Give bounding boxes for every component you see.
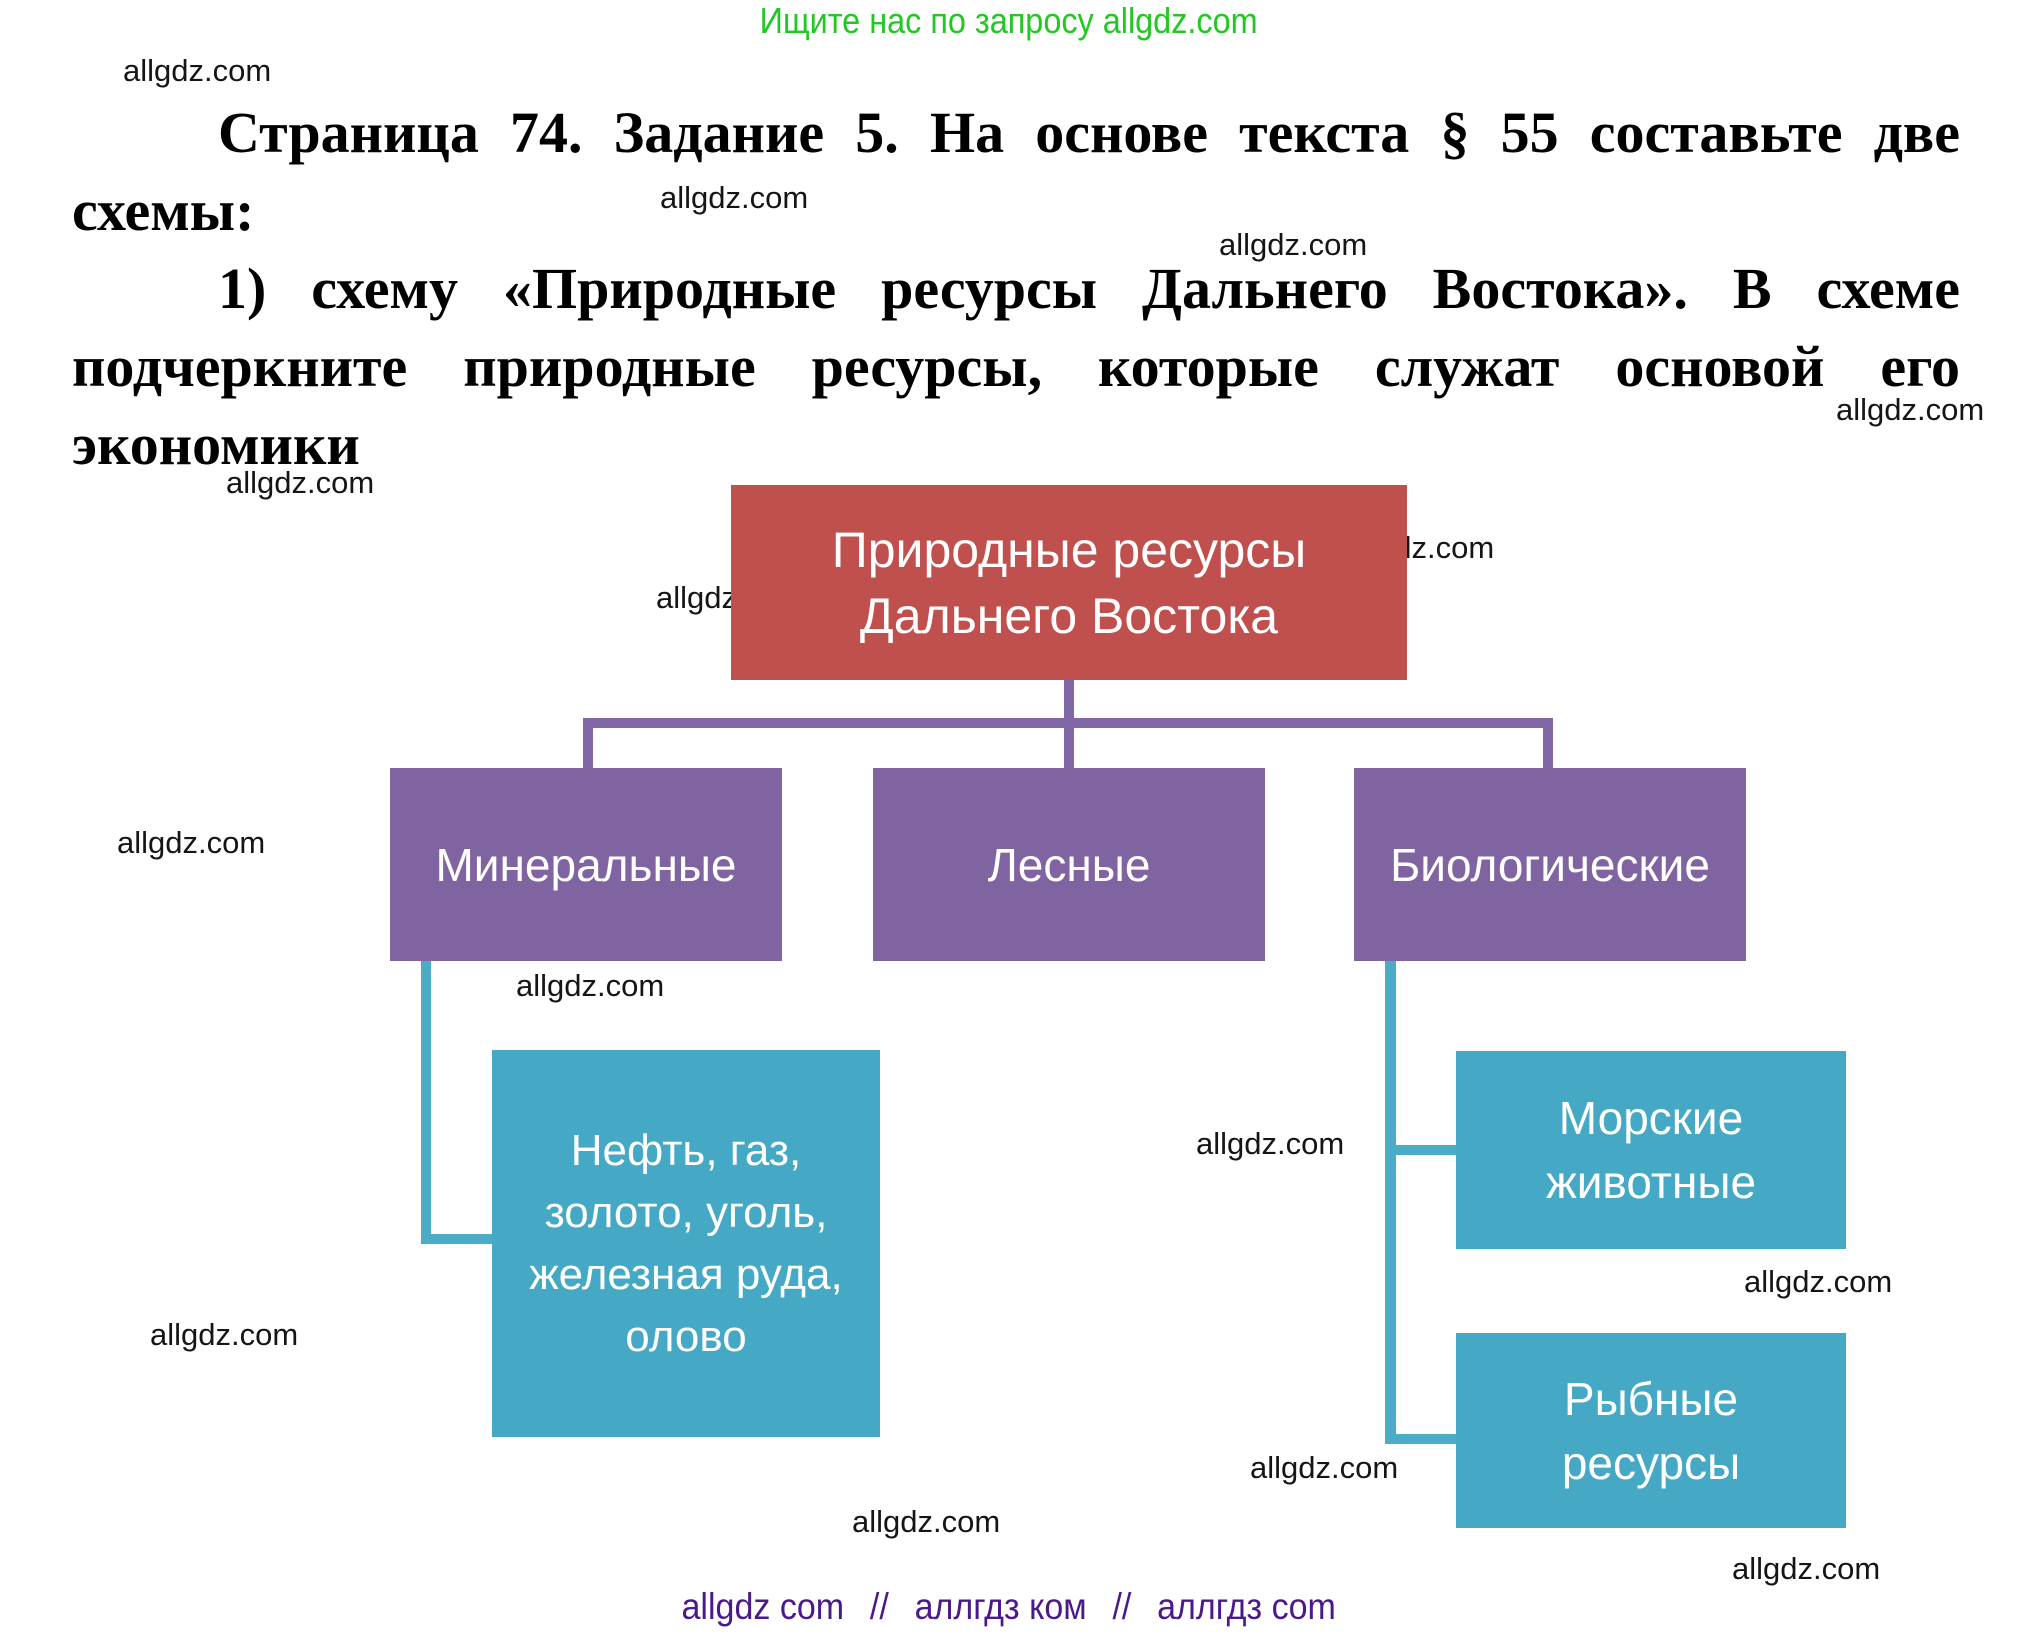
promo-text: Ищите нас по запросу allgdz.com	[760, 0, 1258, 41]
connector-fish-branch	[1385, 1434, 1456, 1444]
watermark: allgdz.com	[852, 1504, 1001, 1539]
connector-drop-middle	[1064, 728, 1074, 768]
connector-drop-right	[1543, 728, 1553, 768]
watermark: allgdz.com	[1219, 227, 1368, 262]
watermark: allgdz.com	[1250, 1450, 1399, 1485]
watermark: allgdz.com	[660, 180, 809, 215]
diagram-box-biological: Биологические	[1354, 768, 1746, 961]
footer-separator: //	[1112, 1586, 1132, 1627]
connector-biological-vertical	[1385, 961, 1396, 1444]
watermark: allgdz.com	[150, 1317, 299, 1352]
diagram-root-box: Природные ресурсы Дальнего Востока	[731, 485, 1407, 680]
task-line-5: экономики	[72, 412, 360, 477]
footer: allgdz com // аллгдз ком // аллгдз com	[0, 1586, 2018, 1628]
connector-mineral-elbow	[421, 1234, 492, 1244]
diagram-box-mineral-list: Нефть, газ, золото, уголь, железная руда…	[492, 1050, 880, 1437]
watermark: allgdz.com	[1836, 392, 1985, 427]
watermark: allgdz.com	[1744, 1264, 1893, 1299]
footer-part: аллгдз ком	[914, 1586, 1087, 1627]
task-line-3: 1) схему «Природные ресурсы Дальнего Вос…	[218, 256, 1960, 321]
task-line-1: Страница 74. Задание 5. На основе текста…	[218, 100, 1960, 165]
diagram-box-fish-resources: Рыбные ресурсы	[1456, 1333, 1846, 1528]
connector-horizontal-bar	[583, 718, 1553, 728]
watermark: allgdz.com	[123, 53, 272, 88]
footer-part: аллгдз com	[1157, 1586, 1337, 1627]
watermark: allgdz.com	[1196, 1126, 1345, 1161]
watermark: allgdz.com	[226, 465, 375, 500]
connector-marine-branch	[1385, 1145, 1456, 1155]
connector-mineral-vertical	[421, 961, 431, 1244]
promo-banner: Ищите нас по запросу allgdz.com	[0, 0, 2018, 42]
watermark: allgdz.com	[516, 968, 665, 1003]
footer-part: allgdz com	[681, 1586, 845, 1627]
connector-drop-left	[583, 728, 593, 768]
watermark: allgdz.com	[1732, 1551, 1881, 1586]
task-line-2: схемы:	[72, 178, 255, 243]
connector-root-stem	[1064, 680, 1074, 718]
diagram-box-mineral: Минеральные	[390, 768, 782, 961]
task-line-4: подчеркните природные ресурсы, которые с…	[72, 334, 1960, 399]
footer-separator: //	[870, 1586, 890, 1627]
diagram-box-forest: Лесные	[873, 768, 1265, 961]
watermark: allgdz.com	[117, 825, 266, 860]
task-text: Страница 74. Задание 5. На основе текста…	[72, 94, 1960, 484]
diagram-box-marine-animals: Морские животные	[1456, 1051, 1846, 1249]
